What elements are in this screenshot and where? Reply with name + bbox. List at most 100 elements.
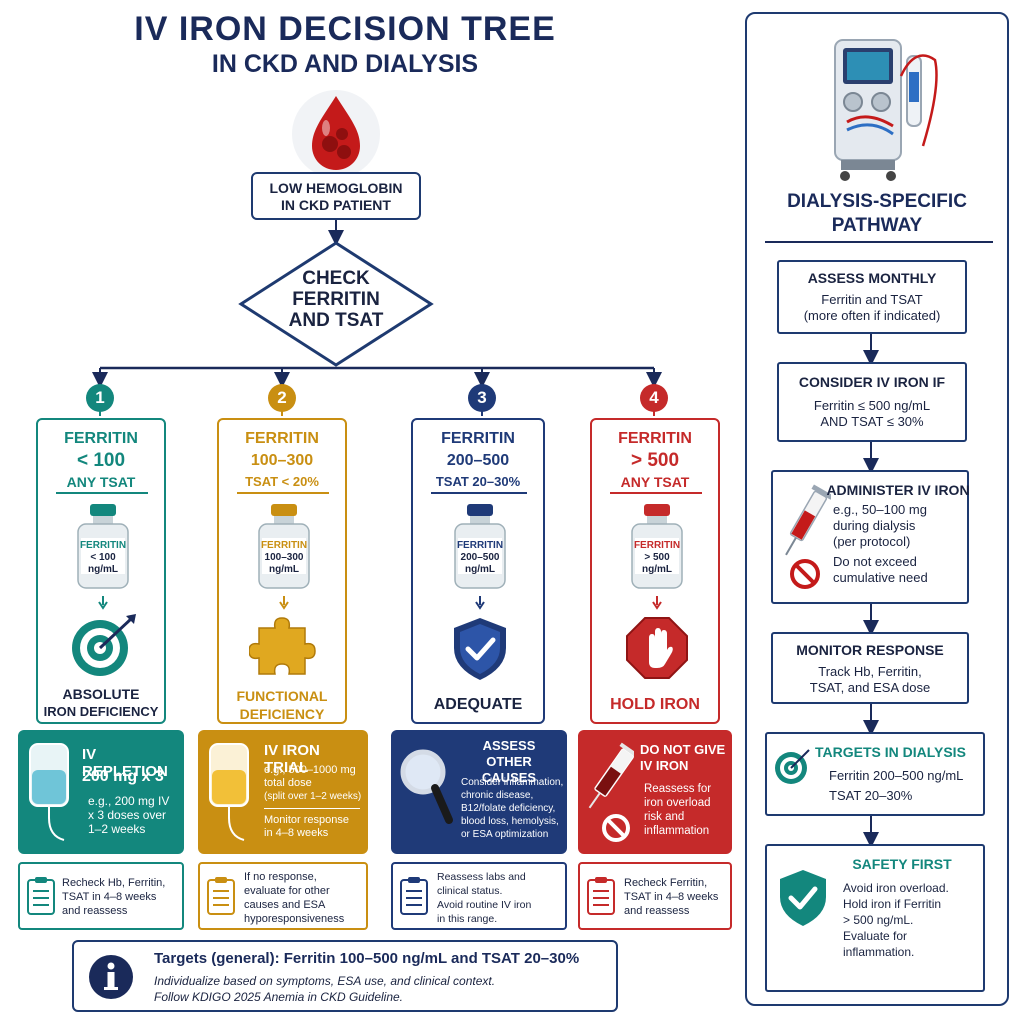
branch-2-result-1: FUNCTIONAL [236,688,328,704]
branch-2-h2: 100–300 [250,452,314,469]
branch-2-number: 2 [268,384,296,412]
branch-2-vial-label: FERRITIN 100–300 ng/mL [260,540,308,575]
branch-1-card: FERRITIN < 100 ANY TSAT FERRITIN < 100 n… [36,418,166,724]
targets-info-box: Targets (general): Ferritin 100–500 ng/m… [72,940,618,1012]
branch-2-h1: FERRITIN [245,430,319,447]
branch-3-vial-label: FERRITIN 200–500 ng/mL [456,540,504,575]
blood-drop-icon [292,90,380,178]
magnifier-icon [400,749,453,824]
branch-3-band-text: Consider inflammation, chronic disease, … [461,777,564,840]
target-icon [72,614,136,676]
info-head: Targets (general): [154,950,280,967]
branch-1-band-title-1: IV REPLETION [82,746,168,780]
branch-4-vial-label: FERRITIN > 500 ng/mL [633,540,681,575]
decision-diamond [238,241,434,367]
dialysis-connectors [863,334,879,848]
info-icon [89,955,133,999]
branch-4-band-title: DO NOT GIVE IV IRON [640,742,726,773]
branch-2-h3: TSAT < 20% [245,474,319,489]
iv-bag-icon [29,743,69,841]
branch-1-result-2: IRON DEFICIENCY [43,704,159,719]
puzzle-icon [249,617,316,675]
vial-icon [258,504,310,589]
branch-4-note-text: Recheck Ferritin, TSAT in 4–8 weeks and … [624,877,719,917]
dialysis-panel: DIALYSIS-SPECIFIC PATHWAY ASSESS MONTHLY… [745,12,1009,1006]
branch-4-result-1: HOLD IRON [610,696,700,713]
branch-4-card: FERRITIN > 500 ANY TSAT FERRITIN > 500 n… [590,418,720,724]
dialysis-machine-icon [834,39,938,181]
branch-2-note-text: If no response, evaluate for other cause… [244,871,345,925]
branch-4-note: Recheck Ferritin, TSAT in 4–8 weeks and … [578,862,732,930]
branch-4-action: DO NOT GIVE IV IRON Reassess for iron ov… [578,730,732,854]
branch-3-h3: TSAT 20–30% [435,474,521,489]
arrow-down-icon [279,596,289,610]
syringe-icon [588,742,634,842]
branch-2-action: IV IRON TRIAL e.g., 500–1000 mg total do… [198,730,368,854]
flow-connectors [92,220,662,416]
branch-1-result-1: ABSOLUTE [62,686,140,702]
dialysis-step-6: SAFETY FIRST Avoid iron overload. Hold i… [765,844,985,992]
branch-3-band-title: ASSESS OTHER CAUSES [481,738,537,785]
branch-2-result-2: DEFICIENCY [239,706,325,722]
decision-line1: CHECK [302,268,370,289]
branch-3-h1: FERRITIN [441,430,515,447]
start-box: LOW HEMOGLOBIN IN CKD PATIENT [251,172,421,220]
vial-icon [454,504,506,589]
branch-3-result-1: ADEQUATE [433,696,523,713]
dialysis-step-1: ASSESS MONTHLY Ferritin and TSAT (more o… [777,260,967,334]
dialysis-step-4: MONITOR RESPONSE Track Hb, Ferritin, TSA… [771,632,969,704]
branch-2-band-title-1: IV IRON TRIAL [264,742,320,776]
branch-4-h2: > 500 [630,450,680,471]
dialysis-step-5: TARGETS IN DIALYSIS Ferritin 200–500 ng/… [765,732,985,816]
branch-4-band-text: Reassess for iron overload risk and infl… [644,783,712,837]
target-icon [775,749,810,784]
dialysis-panel-title: DIALYSIS-SPECIFIC PATHWAY [787,191,967,236]
vial-icon [77,504,129,589]
branch-1-band-title-2: 200 mg x 3 [82,768,164,785]
start-line1: LOW HEMOGLOBIN [269,180,403,196]
page-title: IV IRON DECISION TREE [134,10,556,48]
dialysis-step-2: CONSIDER IV IRON IF Ferritin ≤ 500 ng/mL… [777,362,967,442]
clipboard-icon [587,877,615,915]
branch-1-note-text: Recheck Hb, Ferritin, TSAT in 4–8 weeks … [62,877,166,917]
branch-1-action: IV REPLETION 200 mg x 3 e.g., 200 mg IV … [18,730,184,854]
clipboard-icon [27,877,55,915]
shield-check-icon [780,870,826,926]
branch-3-number: 3 [468,384,496,412]
info-line-2: Follow KDIGO 2025 Anemia in CKD Guidelin… [154,990,403,1004]
iv-bag-icon [209,743,249,841]
arrow-down-icon [652,596,662,610]
vial-icon [631,504,683,589]
info-line-1: Individualize based on symptoms, ESA use… [154,974,496,988]
branch-3-action: ASSESS OTHER CAUSES Consider inflammatio… [391,730,567,854]
info-headline: Targets (general): Ferritin 100–500 ng/m… [154,950,579,967]
branch-1-h2: < 100 [76,450,126,471]
start-line2: IN CKD PATIENT [281,197,391,213]
branch-1-number: 1 [86,384,114,412]
branch-2-band-text: e.g., 500–1000 mg total dose (split over… [264,764,362,839]
shield-check-icon [454,618,506,680]
decision-text: CHECK FERRITIN AND TSAT [270,268,402,331]
branch-1-h3: ANY TSAT [66,474,136,490]
branch-2-note: If no response, evaluate for other cause… [198,862,368,930]
stop-hand-icon [626,617,688,679]
clipboard-icon [207,877,235,915]
page-subtitle: IN CKD AND DIALYSIS [211,50,479,78]
decision-line3: AND TSAT [288,310,384,331]
branch-1-band-text: e.g., 200 mg IV x 3 doses over 1–2 weeks [88,794,170,836]
syringe-icon [785,484,831,589]
branch-4-number: 4 [640,384,668,412]
decision-line2: FERRITIN [292,289,380,310]
branch-1-vial-label: FERRITIN < 100 ng/mL [79,540,127,575]
clipboard-icon [400,877,428,915]
dialysis-step-3: ADMINISTER IV IRON e.g., 50–100 mg durin… [771,470,970,604]
branch-1-note: Recheck Hb, Ferritin, TSAT in 4–8 weeks … [18,862,184,930]
branch-1-h1: FERRITIN [64,430,138,447]
branch-3-card: FERRITIN 200–500 TSAT 20–30% FERRITIN 20… [411,418,545,724]
branch-4-h1: FERRITIN [618,430,692,447]
branch-3-note-text: Reassess labs and clinical status. Avoid… [437,871,532,925]
branch-3-note: Reassess labs and clinical status. Avoid… [391,862,567,930]
arrow-down-icon [475,596,485,610]
branch-4-h3: ANY TSAT [620,474,690,490]
info-head-rest: Ferritin 100–500 ng/mL and TSAT 20–30% [283,950,580,967]
